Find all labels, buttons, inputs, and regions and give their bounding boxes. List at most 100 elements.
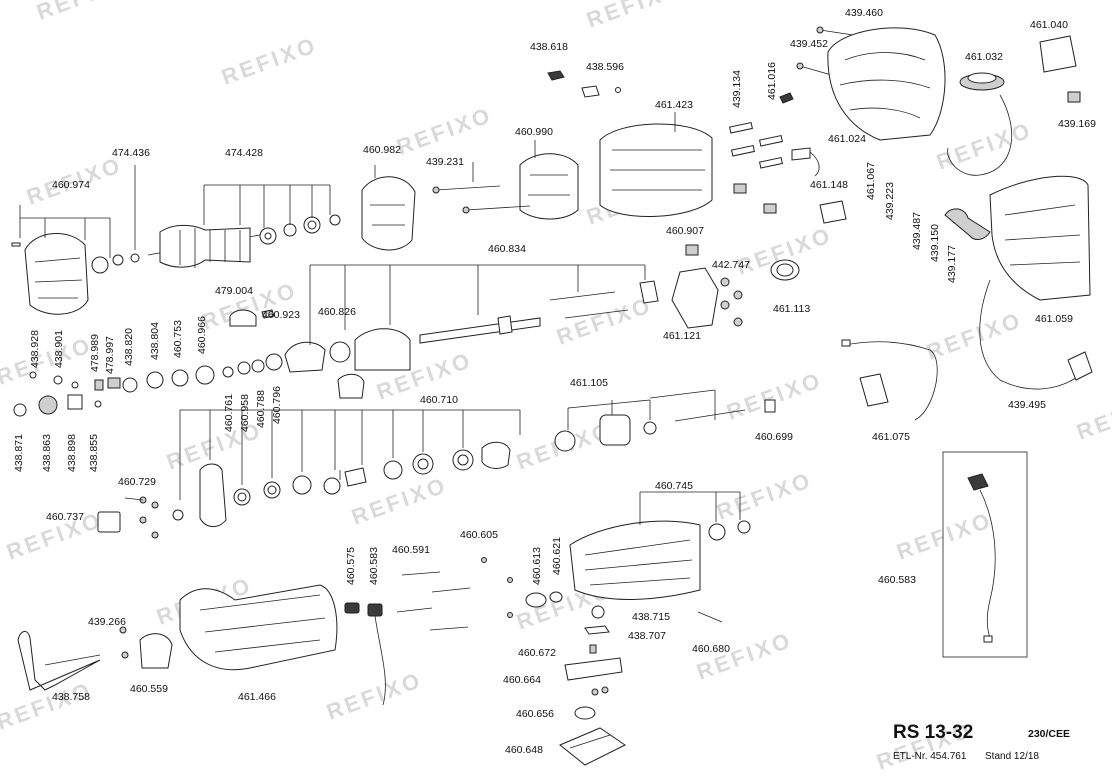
callout-label: 460.621 [551, 537, 563, 575]
callout-label: 460.648 [505, 744, 543, 756]
title-block: RS 13-32 230/CEE ETL-Nr. 454.761 Stand 1… [893, 722, 1070, 762]
clip-part [1039, 35, 1077, 73]
switch-part [819, 200, 847, 224]
callout-label: 460.761 [223, 394, 235, 432]
watermark: REFIXO [893, 507, 995, 565]
watermark: REFIXO [933, 117, 1035, 175]
callout-label: 439.223 [884, 182, 896, 220]
watermark: REFIXO [723, 367, 825, 425]
callout-label: 438.618 [530, 41, 568, 53]
callout-label: 439.150 [929, 224, 941, 262]
armature-part [159, 224, 251, 268]
handle-part [179, 584, 338, 671]
callout-label: 474.436 [112, 147, 150, 159]
watermark: REFIXO [693, 627, 795, 685]
callout-label: 439.231 [426, 156, 464, 168]
callout-label: 460.974 [52, 179, 90, 191]
plunger-shaft-part [419, 317, 541, 344]
callout-label: 461.040 [1030, 19, 1068, 31]
callout-label: 461.059 [1035, 313, 1073, 325]
callout-label: 460.710 [420, 394, 458, 406]
guide-part [354, 328, 411, 371]
callout-label: 461.423 [655, 99, 693, 111]
watermark: REFIXO [583, 0, 685, 33]
callout-label: 439.169 [1058, 118, 1096, 130]
callout-label: 439.266 [88, 616, 126, 628]
callout-label: 460.575 [345, 547, 357, 585]
callout-label: 438.596 [586, 61, 624, 73]
callout-label: 460.656 [516, 708, 554, 720]
callout-label: 439.460 [845, 7, 883, 19]
callout-label: 460.583 [368, 547, 380, 585]
callout-label: 439.487 [911, 212, 923, 250]
callout-label: 438.804 [149, 322, 161, 360]
callout-label: 460.796 [271, 386, 283, 424]
watermark: REFIXO [923, 307, 1025, 365]
gear-housing-part [24, 233, 89, 315]
callout-label: 478.989 [89, 334, 101, 372]
callout-labels: 438.596 438.618 439.460 439.452 461.040 … [13, 7, 1096, 756]
watermark: REFIXO [553, 292, 655, 350]
callout-label: 438.928 [29, 330, 41, 368]
bearing-seat-part [199, 463, 227, 527]
front-housing-part [989, 175, 1091, 301]
field-coil-part [519, 153, 579, 220]
callout-label: 460.591 [392, 544, 430, 556]
callout-label: 461.024 [828, 133, 866, 145]
callout-label: 438.707 [628, 630, 666, 642]
callout-label: 442.747 [712, 259, 750, 271]
callout-label: 461.075 [872, 431, 910, 443]
sole-part [559, 727, 626, 766]
voltage-variant: 230/CEE [1028, 728, 1070, 740]
plug-part [1067, 351, 1093, 381]
callout-label: 439.134 [731, 70, 743, 108]
callout-label: 461.113 [773, 303, 810, 315]
callout-label: 460.605 [460, 529, 498, 541]
callout-label: 439.452 [790, 38, 828, 50]
callout-label: 460.559 [130, 683, 168, 695]
watermark: REFIXO [1073, 387, 1112, 445]
inset-box [942, 451, 1028, 658]
shoe-part [17, 631, 101, 691]
callout-label: 461.016 [766, 62, 778, 100]
callout-label: 461.067 [865, 162, 877, 200]
callout-label: 438.758 [52, 691, 90, 703]
watermark: REFIXO [218, 32, 320, 90]
callout-label: 460.834 [488, 243, 526, 255]
callout-label: 460.664 [503, 674, 541, 686]
callout-label: 438.898 [66, 434, 78, 472]
brush-holder-part [581, 85, 600, 98]
callout-label: 461.466 [238, 691, 276, 703]
callout-label: 438.871 [13, 434, 25, 472]
callout-label: 460.958 [239, 394, 251, 432]
terminal-part [547, 70, 565, 81]
callout-label: 460.672 [518, 647, 556, 659]
callout-label: 479.004 [215, 285, 253, 297]
brush-plate-part [361, 176, 416, 251]
callout-label: 460.729 [118, 476, 156, 488]
watermark: REFIXO [0, 332, 96, 390]
stand-date: Stand 12/18 [985, 751, 1039, 762]
callout-label: 439.495 [1008, 399, 1046, 411]
callout-label: 460.990 [515, 126, 553, 138]
callout-label: 460.753 [172, 320, 184, 358]
model-title: RS 13-32 [893, 722, 973, 743]
watermark: REFIXO [393, 102, 495, 160]
callout-label: 439.177 [946, 245, 958, 283]
callout-label: 438.715 [632, 611, 670, 623]
callout-label: 438.901 [53, 330, 65, 368]
callout-label: 460.613 [531, 547, 543, 585]
clamp-part [139, 633, 173, 669]
callout-label: 461.121 [663, 330, 701, 342]
callout-label: 460.699 [755, 431, 793, 443]
gearbox-part [569, 520, 701, 600]
callout-label: 460.923 [262, 309, 300, 321]
counterweight-part [671, 267, 719, 329]
watermark: REFIXO [323, 667, 425, 725]
flange-part [97, 511, 121, 533]
etl-number: ETL-Nr. 454.761 [893, 751, 967, 762]
callout-label: 460.907 [666, 225, 704, 237]
callout-label: 461.032 [965, 51, 1003, 63]
yoke-part [229, 309, 257, 327]
